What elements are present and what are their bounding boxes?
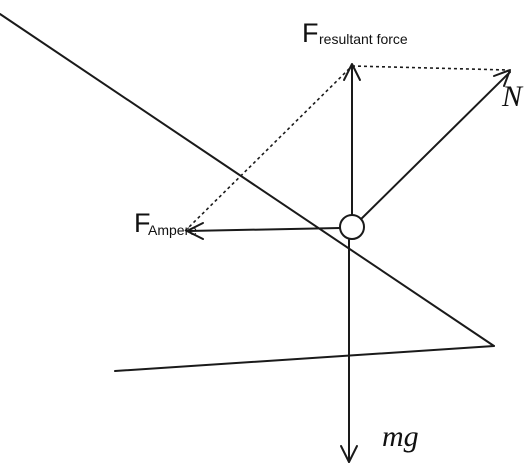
parallelogram-dashed-left xyxy=(184,65,353,232)
gravity-arrowhead xyxy=(340,445,358,463)
normal-arrowhead xyxy=(493,69,511,87)
normal-force-vector xyxy=(351,71,511,229)
ampere-force-label-sub: Ampere xyxy=(148,222,197,238)
incline-line xyxy=(0,13,495,347)
ampere-arrowhead xyxy=(186,222,204,240)
resultant-force-label-main: F xyxy=(302,18,319,48)
ampere-force-label-main: F xyxy=(134,208,151,238)
ampere-force-vector xyxy=(187,227,341,232)
ground-line xyxy=(114,345,495,372)
gravity-label: mg xyxy=(382,420,419,453)
conductor-circle xyxy=(339,214,365,240)
resultant-arrowhead xyxy=(343,63,361,81)
normal-force-label: N xyxy=(501,80,524,113)
parallelogram-dashed-top xyxy=(351,65,509,71)
resultant-force-label-sub: resultant force xyxy=(319,31,408,47)
